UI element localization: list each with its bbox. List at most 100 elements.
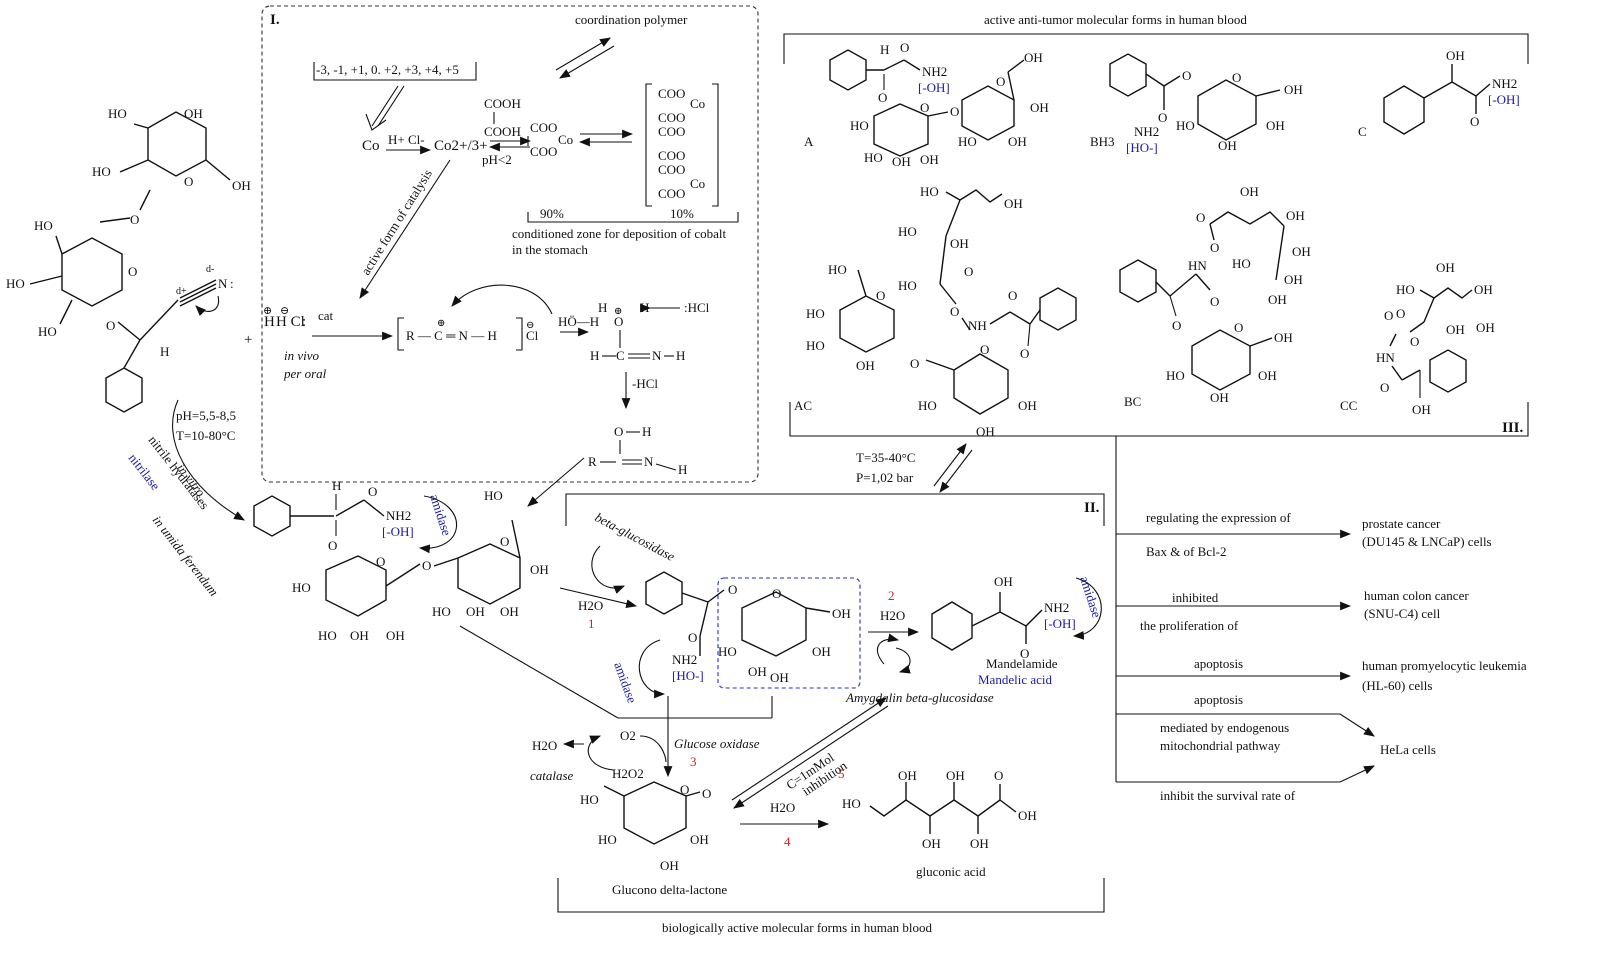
nh2-label: NH2 xyxy=(1492,76,1517,91)
effect-target: (HL-60) cells xyxy=(1362,678,1432,693)
effect-label: inhibited xyxy=(1172,590,1219,605)
oh-label: OH xyxy=(500,604,519,619)
prunasin-amide-structure: O O NH2 [HO-] amidase O OH HO OH OH OH xyxy=(611,571,851,705)
o-label: O xyxy=(996,74,1005,89)
oh-label: OH xyxy=(1292,244,1311,259)
coo-label: COO xyxy=(530,144,557,159)
ho-label: HO xyxy=(918,398,937,413)
oh-label: OH xyxy=(1266,118,1285,133)
o-label: O xyxy=(368,484,377,499)
oh-label: OH xyxy=(1286,208,1305,223)
nh2-label: NH2 xyxy=(922,64,947,79)
step-5: 5 xyxy=(838,766,845,781)
o-label: O xyxy=(1470,114,1479,129)
gluconic-acid-structure: HO OH OH OH OH O OH xyxy=(842,768,1037,851)
o-label: O xyxy=(500,534,509,549)
oh-label: OH xyxy=(1284,82,1303,97)
oh-label: OH xyxy=(466,604,485,619)
oh-label: OH xyxy=(1240,184,1259,199)
svg-text::: : xyxy=(230,276,234,291)
molecule-bh3-structure: O O NH2 [HO-] O OH HO OH OH xyxy=(1109,53,1303,155)
o-label: O xyxy=(1158,110,1167,125)
co-label: Co xyxy=(690,176,705,191)
molecule-a-label: A xyxy=(804,134,814,149)
svg-text:⊖: ⊖ xyxy=(526,320,534,331)
molecule-ac-structure: HO OH HO OH HO O O NH O O O HO OH OH O O… xyxy=(806,184,1077,439)
co-ion: Co2+/3+ xyxy=(434,138,488,154)
ho-label: HO xyxy=(718,644,737,659)
nh-label: NH xyxy=(968,318,987,333)
ho-label: HO xyxy=(806,306,825,321)
effect-label: regulating the expression of xyxy=(1146,510,1291,525)
effect-target: human promyelocytic leukemia xyxy=(1362,658,1527,673)
oh-label: OH xyxy=(832,606,851,621)
ho-blue-label: [HO-] xyxy=(1126,140,1158,155)
o-label: O xyxy=(1384,308,1393,323)
o-label: O xyxy=(900,40,909,55)
svg-text:d+: d+ xyxy=(176,286,187,297)
glucose-highlight-box xyxy=(717,577,861,689)
h2o-step2: H2O xyxy=(880,608,905,623)
effect-label: the proliferation of xyxy=(1140,618,1239,633)
step-2: 2 xyxy=(888,588,895,603)
effect-label: apoptosis xyxy=(1194,656,1243,671)
molecule-ac-label: AC xyxy=(794,398,812,413)
h2o2-label: H2O2 xyxy=(612,766,644,781)
bottom-bracket xyxy=(557,878,1105,913)
effect-target: HeLa cells xyxy=(1380,742,1436,757)
oh-label: OH xyxy=(1218,138,1237,153)
effect-target: (SNU-C4) cell xyxy=(1364,606,1441,621)
o-label: O xyxy=(950,304,959,319)
ho-label: HO xyxy=(1232,256,1251,271)
pct-90: 90% xyxy=(540,206,564,221)
hn-label: HN xyxy=(1188,258,1207,273)
o-label: O xyxy=(950,104,959,119)
chloride: Cl xyxy=(526,328,539,343)
oh-label: OH xyxy=(748,664,767,679)
nitrilium-ion: R — C ═ N — H xyxy=(406,328,497,343)
catalase-label: catalase xyxy=(530,768,574,783)
svg-text:⊖: ⊖ xyxy=(280,305,289,317)
amygdalin-beta-glucosidase-label: Amygdalin beta-glucosidase xyxy=(845,690,994,705)
effect-label: mediated by endogenous xyxy=(1160,720,1289,735)
oh-label: OH xyxy=(1476,320,1495,335)
ho-label: HO xyxy=(580,792,599,807)
svg-text:C: C xyxy=(616,348,625,363)
oh-label: OH xyxy=(770,670,789,685)
o2-label: O2 xyxy=(620,728,636,743)
oh-label: OH xyxy=(1004,196,1023,211)
effect-target: (DU145 & LNCaP) cells xyxy=(1362,534,1492,549)
r-label: R xyxy=(588,454,597,469)
minus-hcl: -HCl xyxy=(632,376,658,391)
nh2-label: NH2 xyxy=(672,652,697,667)
in-umida-ferendum: in umida ferendum xyxy=(150,513,222,599)
cooh-label: COOH xyxy=(484,96,521,111)
mandelamide-structure: OH O NH2 [-OH] amidase xyxy=(931,574,1105,661)
oh-label: OH xyxy=(1274,330,1293,345)
oh-label: OH xyxy=(690,832,709,847)
o-label: O xyxy=(980,342,989,357)
oxidation-bracket xyxy=(313,62,477,81)
step-3: 3 xyxy=(690,754,697,769)
mandelic-acid-label: Mandelic acid xyxy=(978,672,1052,687)
hcl-reagent: :HCl xyxy=(684,300,710,315)
nh2-label: NH2 xyxy=(386,508,411,523)
amidase-label: amidase xyxy=(427,492,454,537)
oh-label: OH xyxy=(1412,402,1431,417)
o-label: O xyxy=(772,586,781,601)
o-label: O xyxy=(1172,318,1181,333)
cat-label: cat xyxy=(318,308,334,323)
coo-label: COO xyxy=(658,110,685,125)
glucono-delta-lactone-structure: O O HO HO OH OH xyxy=(580,781,711,873)
molecule-a-structure: H O NH2 [-OH] O O HO HO OH OH O O OH OH … xyxy=(829,40,1049,169)
temp-condition: T=35-40°C xyxy=(856,450,915,465)
ho-label: HO xyxy=(842,796,861,811)
o-label: O xyxy=(728,582,737,597)
o-label: O xyxy=(1380,380,1389,395)
o-label: O xyxy=(1020,346,1029,361)
oh-label: OH xyxy=(1284,272,1303,287)
o-label: O xyxy=(920,100,929,115)
o-label: O xyxy=(994,768,1003,783)
oh-label: OH xyxy=(976,424,995,439)
h2o-step4: H2O xyxy=(770,800,795,815)
